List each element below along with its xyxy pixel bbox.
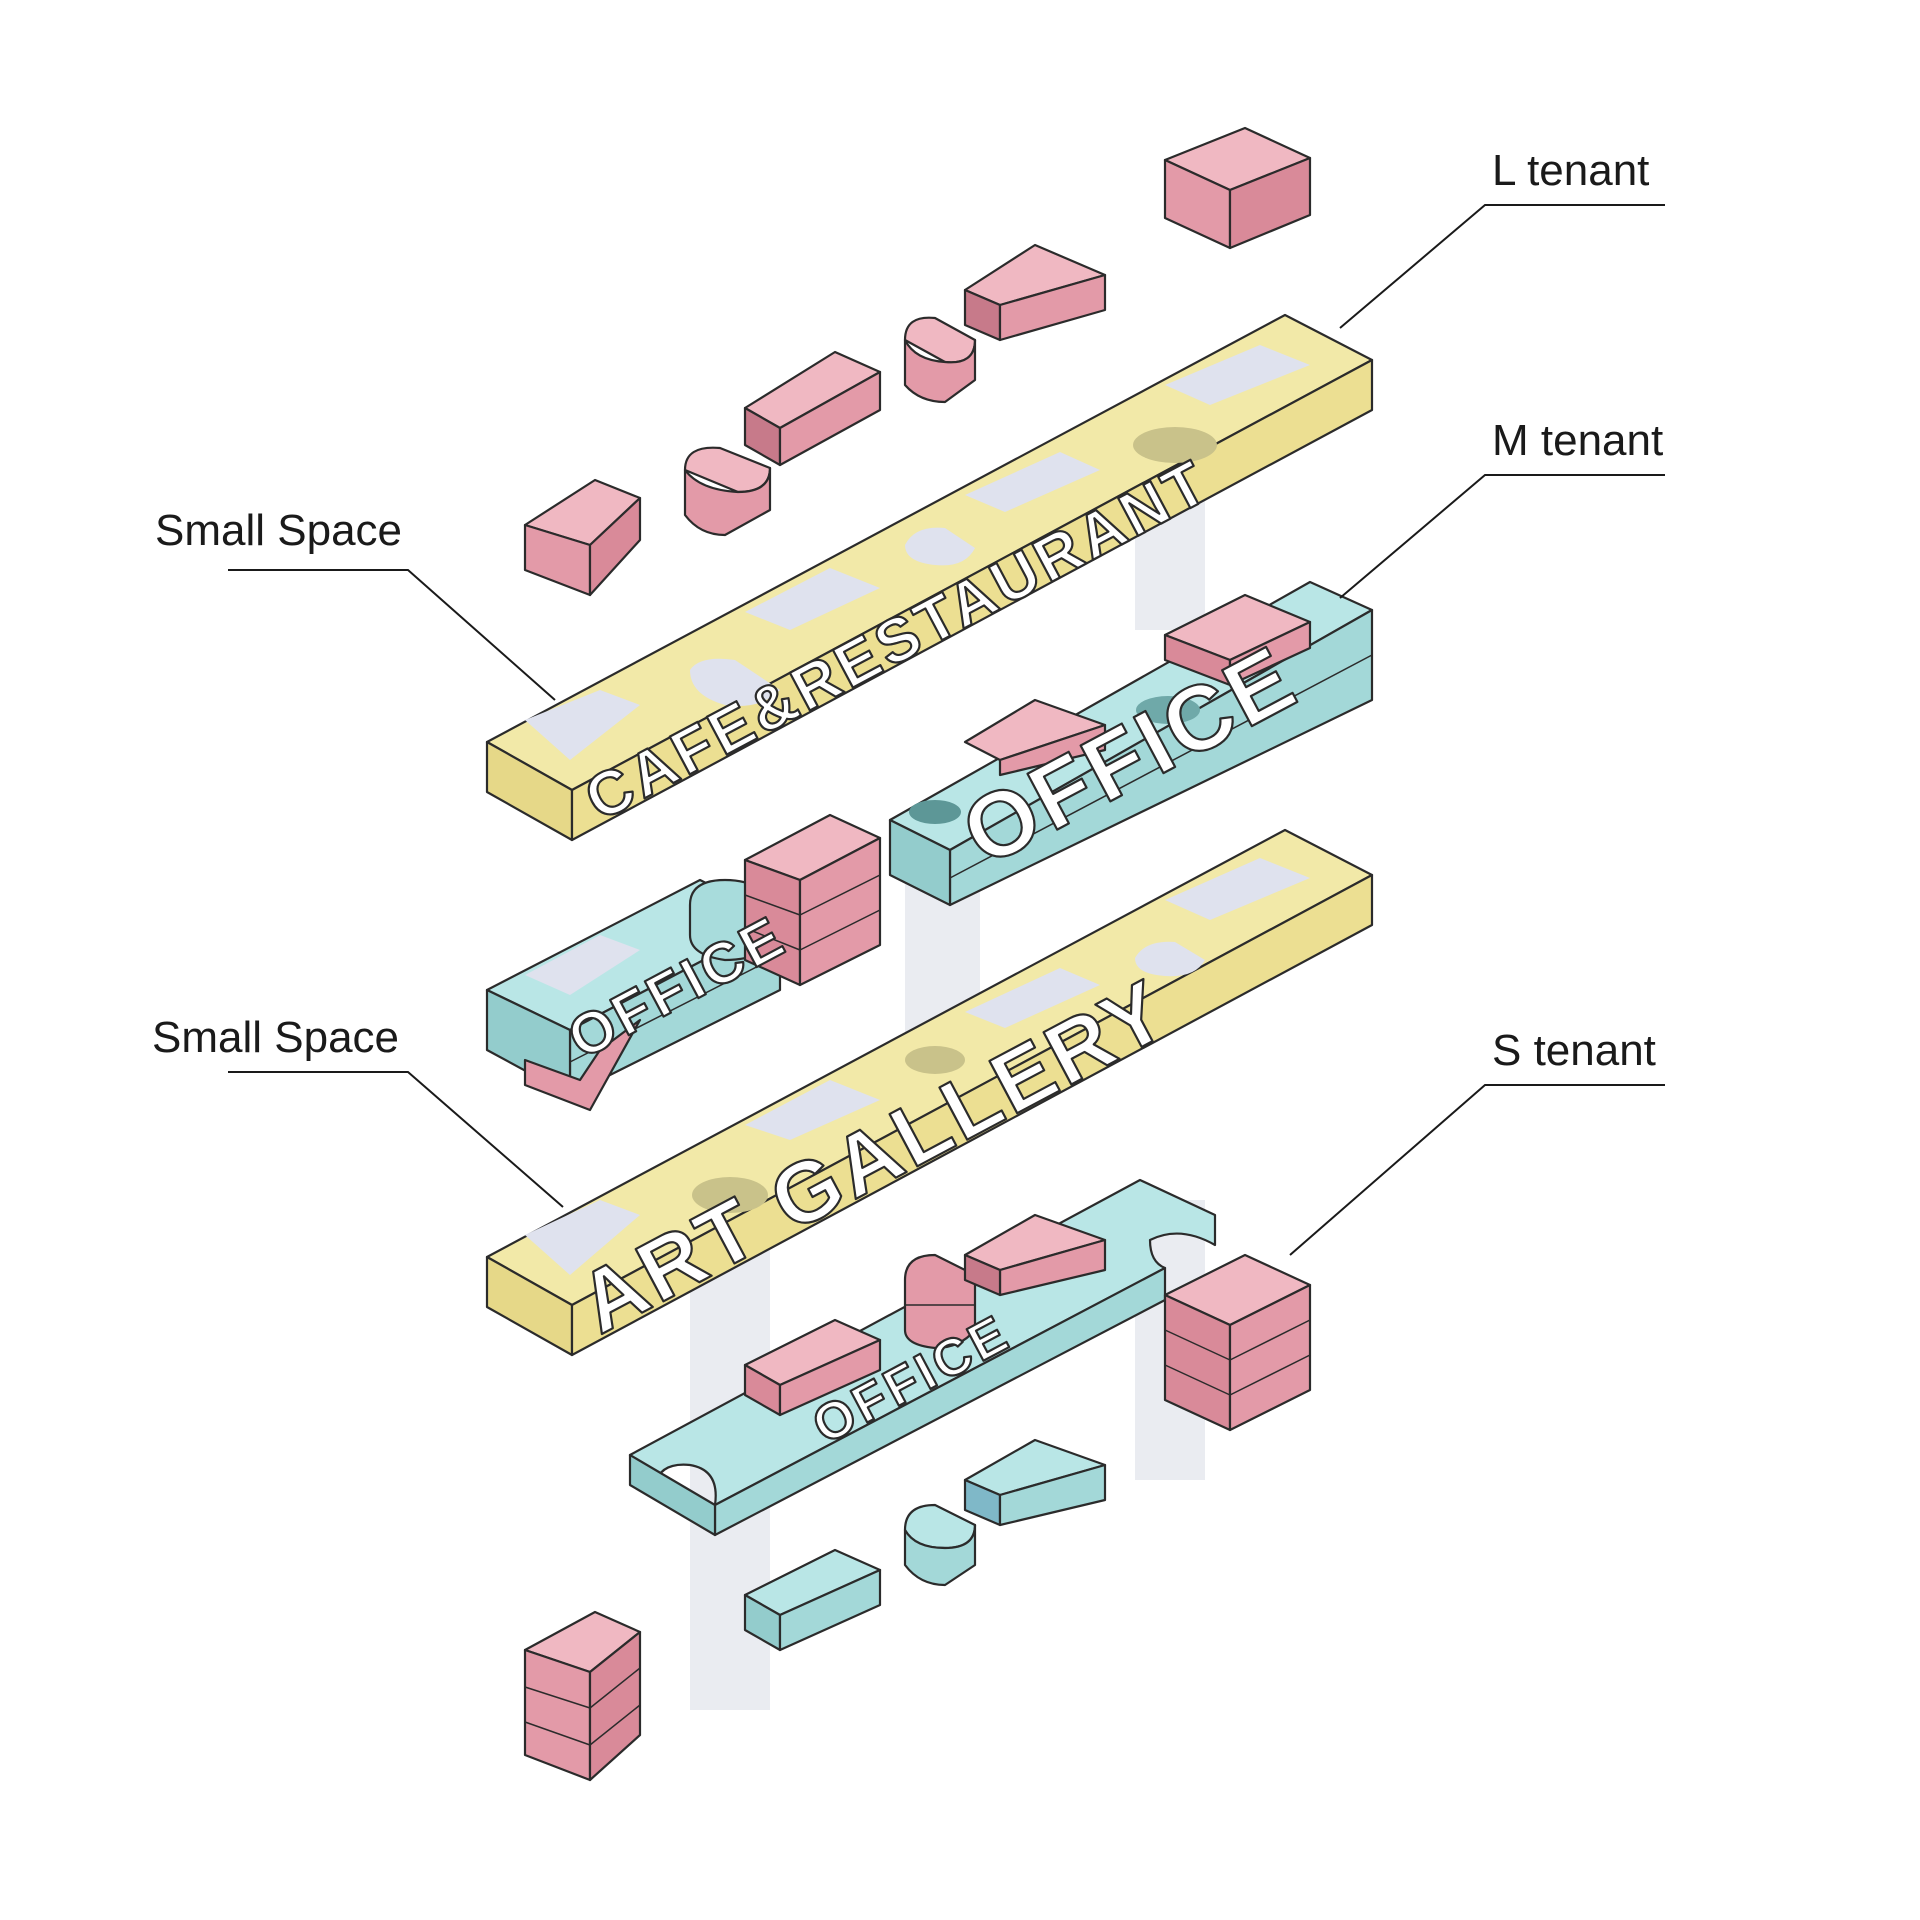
s-tenant-small-stack [523,1610,642,1782]
m-tenant-top-blocks [963,593,1312,777]
label-l-tenant: L tenant [1492,146,1649,195]
m-tenant-stack [743,813,882,987]
slab-side [570,358,1374,842]
l-tenant-block-1 [1163,126,1312,250]
callout-l-tenant: L tenant [1339,146,1665,329]
l-tenant-blocks [523,126,1312,597]
office-s-front [628,1453,717,1537]
cyan-block-trapezoid [963,1438,1107,1527]
l-tenant-block-3 [903,316,977,404]
cyan-block-d-shape [903,1503,977,1587]
label-small-space-bottom: Small Space [152,1013,399,1062]
callout-m-tenant: M tenant [1339,416,1665,599]
l-tenant-block-6 [523,478,642,597]
slab-cutouts [525,858,1310,1275]
slab-cutouts [525,345,1310,760]
l-tenant-block-4 [743,350,882,467]
label-m-tenant: M tenant [1492,416,1663,465]
office-right-front [888,818,952,907]
s-tenant-stack [1163,1253,1312,1432]
s-tenant-cyan-blocks [743,1438,1107,1652]
callout-small-space-bottom: Small Space [152,1013,564,1208]
callout-s-tenant: S tenant [1289,1026,1665,1256]
cafe-restaurant-slab: CAFE&RESTAURANT [485,313,1374,842]
slab-side [570,873,1374,1357]
l-tenant-block-5 [683,446,772,537]
l-tenant-block-2 [963,243,1107,342]
office-s-slab: OFFICE [628,1178,1217,1537]
cyan-block-bar [743,1548,882,1652]
label-s-tenant: S tenant [1492,1026,1656,1075]
callout-small-space-top: Small Space [155,506,556,701]
label-small-space-top: Small Space [155,506,402,555]
